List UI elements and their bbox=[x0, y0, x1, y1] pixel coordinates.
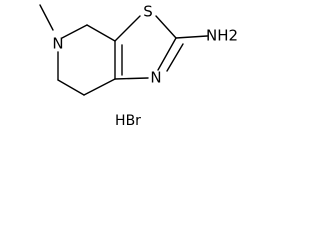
bond-s-c2 bbox=[155, 15, 177, 39]
bond-c2-n bbox=[157, 37, 177, 71]
bond-ch2-c-top bbox=[86, 24, 116, 42]
chemical-structure-diagram: N S NH2 N HBr bbox=[0, 0, 242, 133]
bond-c2-n-double bbox=[166, 43, 184, 72]
bond-lines bbox=[39, 4, 208, 96]
bond-n-ch2-top bbox=[61, 24, 88, 39]
bond-c-s bbox=[114, 15, 141, 42]
bond-ch2-c-bottom bbox=[83, 78, 116, 96]
bond-c2-nh2 bbox=[175, 35, 208, 39]
atom-nitrogen-ring: N bbox=[52, 35, 63, 53]
atom-sulfur: S bbox=[143, 3, 153, 21]
molecule-drawing: N S NH2 N HBr bbox=[39, 3, 238, 129]
salt-label: HBr bbox=[115, 113, 141, 129]
bond-n-c-bottom bbox=[114, 77, 149, 80]
bond-methyl bbox=[39, 4, 54, 31]
atom-amine: NH2 bbox=[206, 27, 238, 45]
atom-nitrogen-thiazole: N bbox=[150, 69, 161, 87]
bond-ch2-ch2 bbox=[57, 79, 85, 96]
